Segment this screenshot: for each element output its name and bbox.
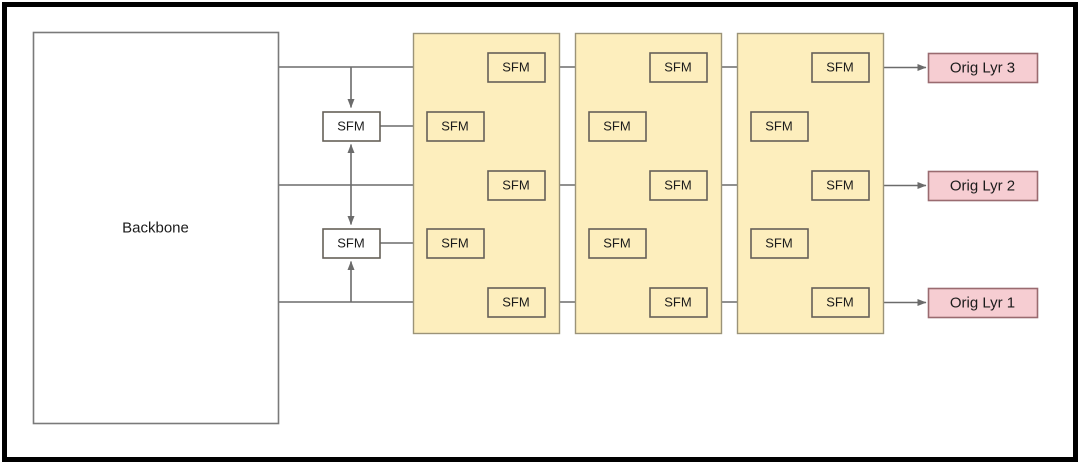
sfm-node-s2-mid-row-box xyxy=(649,170,708,201)
sfm-node-s3-bottom-row-box xyxy=(811,287,870,318)
sfm-node-s3-mid-row-box xyxy=(811,170,870,201)
sfm-node-s2-top-row-box xyxy=(649,52,708,83)
output-node-orig-lyr-2[interactable]: Orig Lyr 2 xyxy=(927,170,1039,202)
sfm-node-s1-lateral-lower[interactable]: SFM xyxy=(426,228,485,259)
sfm-node-lateral-pre-2[interactable]: SFM xyxy=(322,228,381,259)
output-node-orig-lyr-1-box xyxy=(927,287,1039,319)
sfm-node-s1-lateral-upper[interactable]: SFM xyxy=(426,111,485,142)
sfm-node-s2-lateral-upper-box xyxy=(588,111,647,142)
sfm-node-s1-lateral-upper-box xyxy=(426,111,485,142)
sfm-node-s3-lateral-upper-box xyxy=(750,111,809,142)
output-node-orig-lyr-2-label: Orig Lyr 2 xyxy=(950,177,1015,194)
stage-panel-layer xyxy=(412,32,885,335)
sfm-node-s3-lateral-lower-box xyxy=(750,228,809,259)
sfm-node-s2-lateral-lower-box xyxy=(588,228,647,259)
output-node-orig-lyr-3-box xyxy=(927,52,1039,84)
sfm-node-s2-lateral-upper[interactable]: SFM xyxy=(588,111,647,142)
output-node-orig-lyr-2-box xyxy=(927,170,1039,202)
sfm-node-s1-top-row[interactable]: SFM xyxy=(487,52,546,83)
sfm-node-s3-top-row-box xyxy=(811,52,870,83)
sfm-node-s3-lateral-lower[interactable]: SFM xyxy=(750,228,809,259)
sfm-node-s3-mid-row[interactable]: SFM xyxy=(811,170,870,201)
sfm-node-s1-mid-row[interactable]: SFM xyxy=(487,170,546,201)
sfm-node-s1-lateral-lower-box xyxy=(426,228,485,259)
sfm-node-s2-top-row[interactable]: SFM xyxy=(649,52,708,83)
sfm-node-s1-top-row-box xyxy=(487,52,546,83)
sfm-node-s1-bottom-row-box xyxy=(487,287,546,318)
sfm-node-s3-top-row[interactable]: SFM xyxy=(811,52,870,83)
sfm-node-s3-bottom-row[interactable]: SFM xyxy=(811,287,870,318)
sfm-node-s1-bottom-row[interactable]: SFM xyxy=(487,287,546,318)
output-node-orig-lyr-3[interactable]: Orig Lyr 3 xyxy=(927,52,1039,84)
output-node-orig-lyr-1-label: Orig Lyr 1 xyxy=(950,294,1015,311)
sfm-node-s2-lateral-lower[interactable]: SFM xyxy=(588,228,647,259)
sfm-node-lateral-pre-1[interactable]: SFM xyxy=(322,111,381,142)
backbone-block-box xyxy=(32,31,280,425)
sfm-node-lateral-pre-1-box xyxy=(322,111,381,142)
sfm-node-lateral-pre-2-box xyxy=(322,228,381,259)
sfm-node-s2-bottom-row[interactable]: SFM xyxy=(649,287,708,318)
sfm-node-s2-bottom-row-box xyxy=(649,287,708,318)
output-node-orig-lyr-1[interactable]: Orig Lyr 1 xyxy=(927,287,1039,319)
backbone-block[interactable]: Backbone xyxy=(32,31,280,425)
sfm-node-s1-mid-row-box xyxy=(487,170,546,201)
sfm-node-s2-mid-row[interactable]: SFM xyxy=(649,170,708,201)
backbone-block-label: Backbone xyxy=(122,219,189,236)
output-node-orig-lyr-3-label: Orig Lyr 3 xyxy=(950,59,1015,76)
sfm-node-s3-lateral-upper[interactable]: SFM xyxy=(750,111,809,142)
